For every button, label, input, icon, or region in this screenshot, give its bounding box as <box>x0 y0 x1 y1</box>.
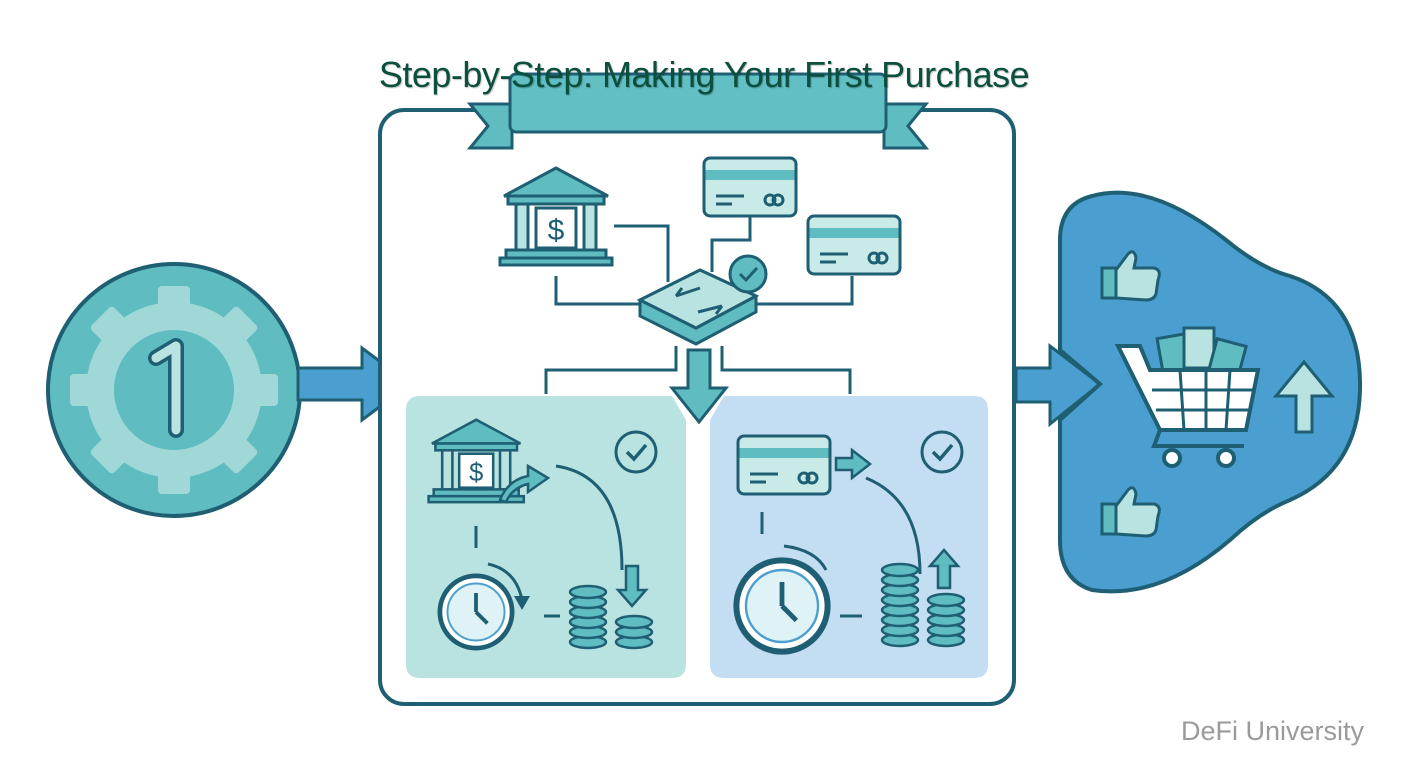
credit-card-icon <box>702 156 798 218</box>
arrow-up-icon <box>927 548 961 590</box>
arrow-right-icon <box>498 463 551 504</box>
title-ribbon <box>466 72 930 150</box>
clock-icon <box>440 576 512 648</box>
credit-card-icon <box>736 434 832 496</box>
card-payment-panel <box>710 396 988 678</box>
check-icon <box>728 254 768 294</box>
arrow-down-icon <box>668 348 730 425</box>
watermark: DeFi University <box>1180 716 1364 746</box>
credit-card-icon <box>806 214 902 276</box>
arrow-up-icon <box>1272 359 1336 434</box>
clock-icon <box>736 560 827 651</box>
exchange-icon <box>636 268 760 346</box>
arrow-right-icon <box>834 447 873 481</box>
shopping-cart-icon <box>1114 326 1261 468</box>
step-one-badge <box>46 262 302 518</box>
connector-lines <box>544 184 854 394</box>
bank-transfer-panel <box>406 396 686 678</box>
page-title: Step-by-Step: Making Your First Purchase <box>378 54 1030 95</box>
arrow-down-icon <box>615 564 649 608</box>
purchase-complete-shape <box>1058 190 1363 594</box>
